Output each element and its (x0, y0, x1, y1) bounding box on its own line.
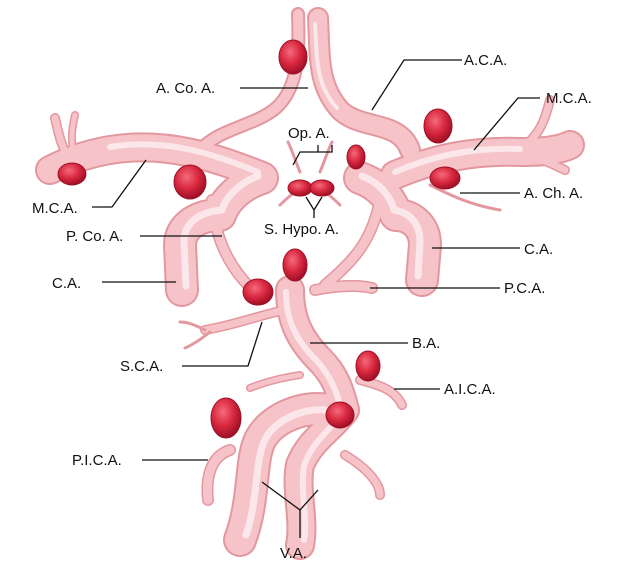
label-ca-right: C.A. (524, 241, 553, 258)
aneurysm-sca (242, 278, 274, 306)
aneurysm-opa-right (346, 144, 366, 170)
label-opa: Op. A. (288, 125, 330, 142)
label-aica: A.I.C.A. (444, 381, 496, 398)
aneurysm-ca-left (173, 164, 207, 200)
opa-twig-right (318, 140, 334, 174)
label-acoa: A. Co. A. (156, 80, 215, 97)
leader-lines (92, 59, 540, 538)
aneurysm-shypo-left (287, 179, 313, 197)
aneurysm-mca-right (423, 108, 453, 144)
aneurysm-aica (355, 350, 381, 382)
opa-twig-left (286, 140, 302, 174)
label-ca-left: C.A. (52, 275, 81, 292)
aneurysm-sacs (57, 39, 461, 439)
leader-opa (292, 145, 333, 166)
label-mca-right: M.C.A. (546, 90, 592, 107)
sca-twig-b (183, 330, 212, 350)
leader-shypo (305, 196, 323, 212)
label-pca: P.C.A. (504, 280, 545, 297)
acha-twig (428, 183, 502, 212)
leader-mca-right (473, 97, 540, 151)
aneurysm-va-junction (325, 401, 355, 429)
label-pica: P.I.C.A. (72, 452, 122, 469)
artery-network (35, 7, 585, 560)
label-va: V.A. (280, 545, 307, 562)
aneurysm-basilar-tip (282, 248, 308, 282)
label-pcoa: P. Co. A. (66, 228, 123, 245)
sca-twig-a (178, 320, 207, 332)
aneurysm-acoa (278, 39, 308, 75)
leader-sca (182, 321, 263, 367)
label-sca: S.C.A. (120, 358, 163, 375)
label-mca-left: M.C.A. (32, 200, 78, 217)
aneurysm-acha (429, 166, 461, 190)
leader-mca-left (92, 159, 147, 208)
leader-aca (371, 59, 462, 111)
label-acha: A. Ch. A. (524, 185, 583, 202)
artery-labels: A.C.A. A. Co. A. M.C.A. M.C.A. Op. A. A.… (32, 52, 592, 562)
aneurysm-shypo-right (309, 179, 335, 197)
aneurysm-mca-left (57, 162, 87, 186)
label-ba: B.A. (412, 335, 440, 352)
label-shypoa: S. Hypo. A. (264, 221, 339, 238)
label-aca: A.C.A. (464, 52, 507, 69)
aneurysm-pica (210, 397, 242, 439)
